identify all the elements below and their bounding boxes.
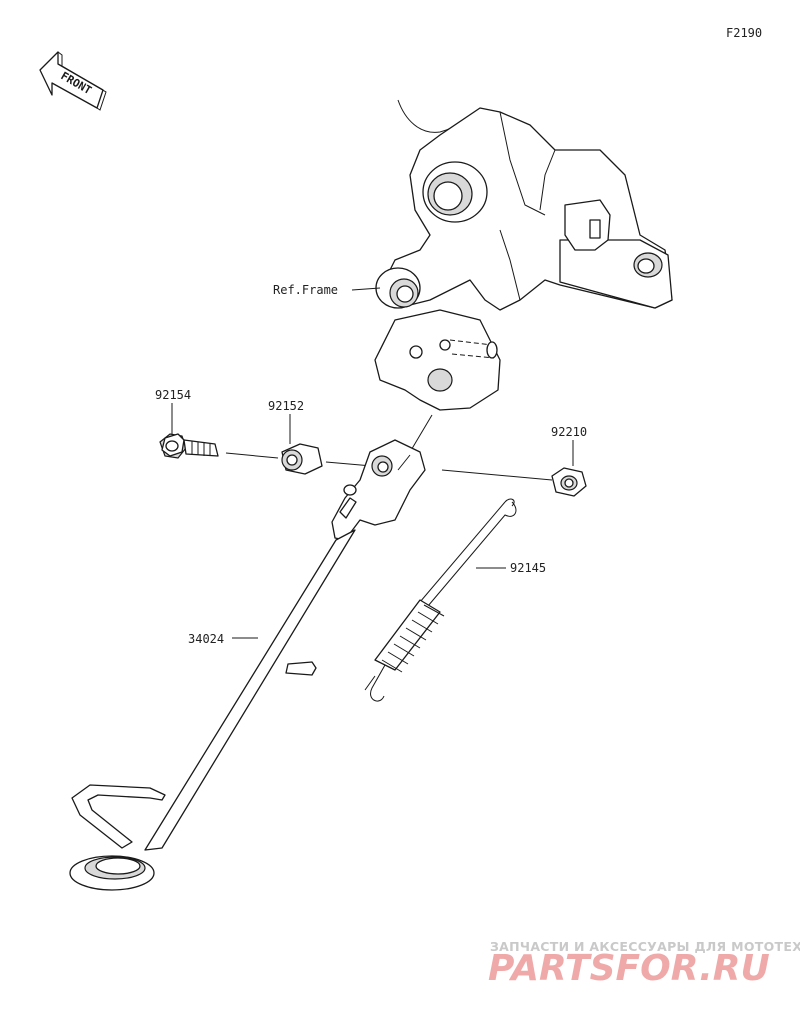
watermark-brand: PARTSFOR.RU (488, 948, 770, 989)
diagram-code: F2190 (726, 26, 762, 40)
part-label-92154: 92154 (155, 388, 191, 402)
leader-ref-frame (351, 287, 381, 291)
spring-92145 (364, 498, 517, 702)
frame-bracket (374, 99, 673, 411)
nut-92210 (551, 467, 587, 497)
part-label-92210: 92210 (551, 425, 587, 439)
collar-92152 (281, 443, 323, 475)
part-label-92152: 92152 (268, 399, 304, 413)
ref-frame-label: Ref.Frame (273, 283, 338, 297)
watermark: ЗАПЧАСТИ И АКСЕССУАРЫ ДЛЯ МОТОТЕХНИКИ PA… (488, 939, 800, 989)
part-label-92145: 92145 (510, 561, 546, 575)
side-stand-34024 (69, 439, 426, 891)
front-arrow-icon: FRONT (39, 51, 107, 111)
watermark-tagline: ЗАПЧАСТИ И АКСЕССУАРЫ ДЛЯ МОТОТЕХНИКИ (490, 939, 800, 954)
bolt-92154 (159, 433, 219, 459)
part-label-34024: 34024 (188, 632, 224, 646)
